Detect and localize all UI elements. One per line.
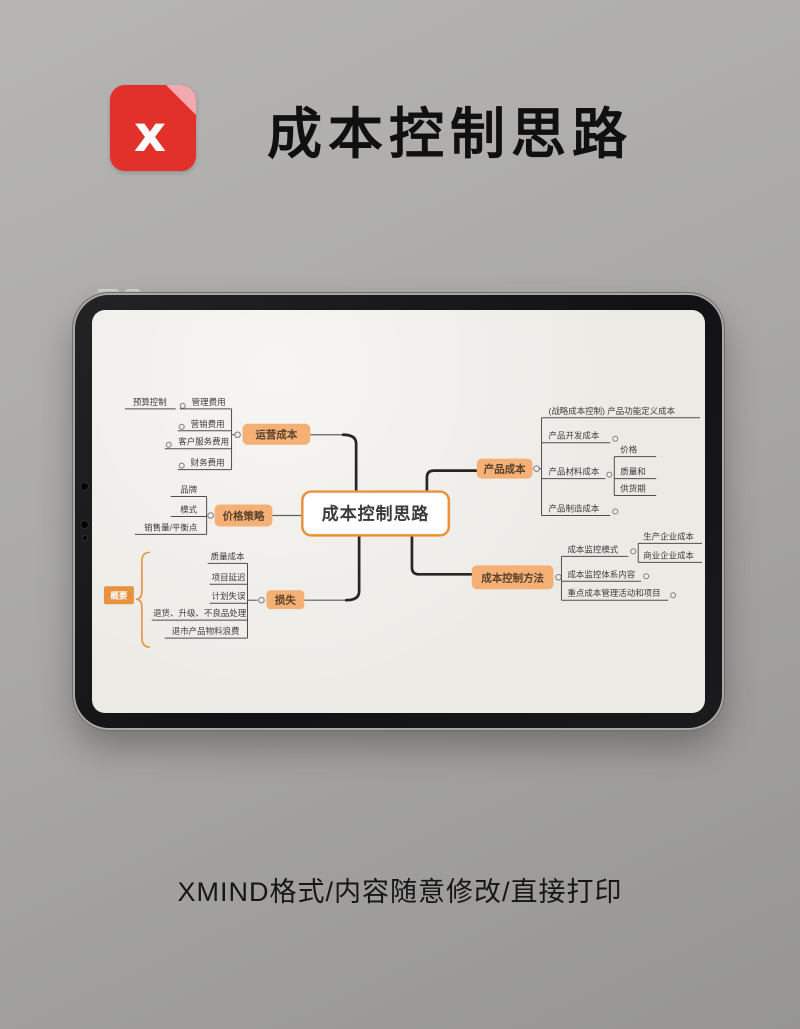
- topic-quality-cost: 质量成本: [211, 551, 245, 561]
- node-pricing: [214, 504, 273, 527]
- node-control-method: [471, 565, 554, 590]
- connector-line: [341, 433, 358, 493]
- collapse-dot-icon: [555, 573, 562, 581]
- topic-delay: 项目延迟: [212, 572, 246, 582]
- connector-line: [344, 534, 361, 602]
- camera-icon: [81, 483, 88, 490]
- node-product-cost: [476, 458, 533, 479]
- mindmap-canvas: 预算控制 管理费用 营销费用 客户服务费用 财务费用: [103, 397, 703, 648]
- topic-key-activities: 重点成本管理活动和项目: [567, 588, 660, 598]
- root-node: 成本控制思路: [301, 490, 451, 537]
- topic-returns: 退货、升级、不良品处理: [153, 608, 247, 618]
- topic-develop: 产品开发成本: [549, 431, 600, 441]
- node-loss-label: 损失: [275, 594, 296, 607]
- topic-customer-service: 客户服务费用: [178, 437, 229, 447]
- topic-marketing: 营销费用: [191, 419, 225, 429]
- collapse-dot-icon: [258, 596, 265, 604]
- page-title: 成本控制思路: [266, 103, 633, 165]
- node-operating: [242, 423, 311, 445]
- topic-finance: 财务费用: [191, 458, 225, 468]
- branch-loss: 质量成本 项目延迟 计划失误 退货、升级、不良品处理 退市产品物料浪费 损失: [103, 551, 305, 648]
- node-product-cost-label: 产品成本: [484, 463, 526, 476]
- root-rect: [301, 490, 451, 537]
- topic-strategic: (战略成本控制) 产品功能定义成本: [549, 406, 676, 416]
- volume-button: [125, 289, 140, 297]
- topic-mistake: 计划失误: [212, 591, 246, 601]
- summary-box: [103, 586, 134, 605]
- topic-brand: 品牌: [180, 485, 197, 495]
- camera-icon: [81, 521, 88, 528]
- tablet-frame: 预算控制 管理费用 营销费用 客户服务费用 财务费用: [75, 295, 722, 728]
- collapse-dot-icon: [165, 441, 172, 448]
- collapse-dot-icon: [630, 548, 637, 555]
- tablet-screen: 预算控制 管理费用 营销费用 客户服务费用 财务费用: [92, 310, 705, 713]
- topic-waste: 退市产品物料浪费: [172, 626, 240, 636]
- connector-line: [410, 534, 474, 576]
- collapse-dot-icon: [643, 573, 650, 580]
- root-label: 成本控制思路: [322, 503, 430, 523]
- node-loss: [266, 590, 305, 610]
- topic-model: 模式: [180, 504, 197, 514]
- node-pricing-label: 价格策略: [223, 509, 265, 522]
- topic-monitor-system: 成本监控体系内容: [567, 569, 635, 579]
- collapse-dot-icon: [178, 423, 185, 430]
- topic-business-cost: 商业企业成本: [643, 550, 694, 560]
- collapse-dot-icon: [179, 402, 186, 409]
- node-control-method-label: 成本控制方法: [481, 571, 544, 584]
- topic-production-cost: 生产企业成本: [643, 531, 694, 541]
- topic-manufacture: 产品制造成本: [549, 504, 600, 514]
- summary-brace: [135, 551, 150, 648]
- topic-supply: 供货期: [620, 484, 645, 494]
- connector-line: [425, 469, 479, 493]
- collapse-dot-icon: [606, 471, 613, 478]
- topic-quality-and: 质量和: [620, 467, 645, 477]
- branch-operating: 预算控制 管理费用 营销费用 客户服务费用 财务费用: [124, 397, 311, 471]
- branch-product-cost: 产品成本 (战略成本控制) 产品功能定义成本 产品开发成本 产品材料成本 价格: [476, 406, 701, 516]
- camera-icon: [83, 536, 87, 540]
- collapse-dot-icon: [533, 465, 540, 472]
- collapse-dot-icon: [612, 508, 619, 515]
- footer-caption: XMIND格式/内容随意修改/直接打印: [177, 877, 623, 907]
- topic-price: 价格: [620, 445, 637, 455]
- node-operating-label: 运营成本: [255, 428, 297, 441]
- topic-budget: 预算控制: [133, 397, 167, 407]
- collapse-dot-icon: [234, 431, 241, 439]
- xmind-logo-icon: x: [110, 85, 196, 171]
- xmind-x-glyph: x: [133, 105, 167, 163]
- topic-material: 产品材料成本: [549, 467, 600, 477]
- collapse-dot-icon: [207, 512, 214, 519]
- collapse-dot-icon: [612, 435, 619, 442]
- branch-pricing: 品牌 模式 销售量/平衡点 价格策略: [134, 485, 273, 535]
- collapse-dot-icon: [670, 592, 677, 599]
- volume-button: [97, 289, 119, 297]
- branch-control-method: 成本控制方法 成本监控模式 生产企业成本 商业企业成本 成本监控体系内容: [471, 531, 703, 601]
- topic-sales: 销售量/平衡点: [144, 522, 198, 532]
- collapse-dot-icon: [178, 462, 185, 469]
- topic-admin: 管理费用: [192, 397, 226, 407]
- topic-monitor-mode: 成本监控模式: [567, 544, 618, 554]
- summary-label: 概要: [110, 591, 127, 601]
